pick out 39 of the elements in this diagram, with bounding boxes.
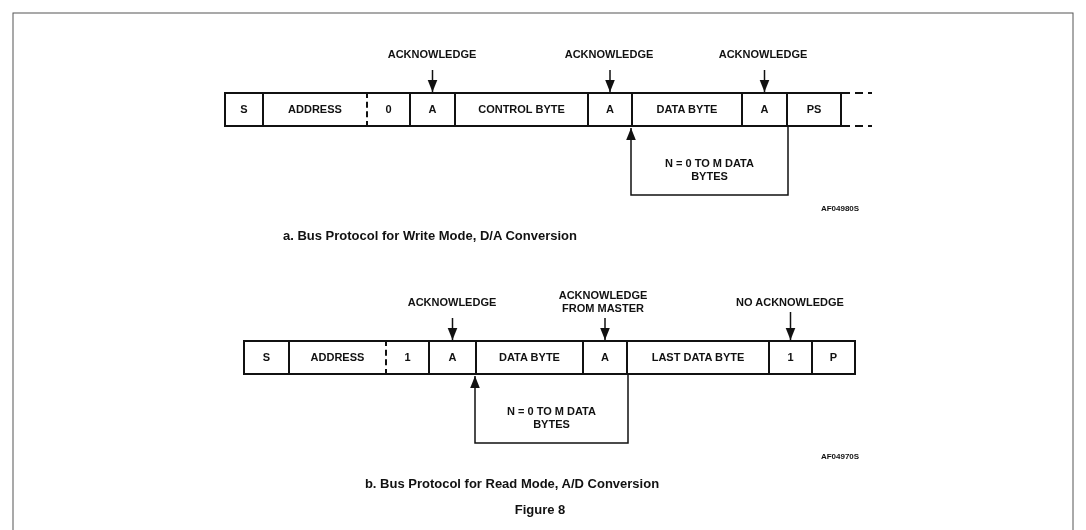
protocol-field: A xyxy=(741,92,788,127)
protocol-field: S xyxy=(243,340,290,375)
acknowledge-note: ACKNOWLEDGE xyxy=(382,40,482,68)
protocol-field: S xyxy=(224,92,264,127)
protocol-field: ADDRESS xyxy=(262,92,368,127)
arrow xyxy=(759,69,770,93)
protocol-field: PS xyxy=(786,92,842,127)
protocol-field: DATA BYTE xyxy=(631,92,743,127)
protocol-field: LAST DATA BYTE xyxy=(626,340,770,375)
arrow xyxy=(447,317,458,341)
panel-caption: a. Bus Protocol for Write Mode, D/A Conversion xyxy=(282,228,578,244)
protocol-field: DATA BYTE xyxy=(475,340,584,375)
protocol-field: P xyxy=(811,340,856,375)
arrow xyxy=(605,69,615,93)
acknowledge-note: ACKNOWLEDGE xyxy=(559,40,659,68)
acknowledge-note: ACKNOWLEDGE xyxy=(402,288,502,316)
protocol-field: A xyxy=(428,340,477,375)
acknowledge-note: NO ACKNOWLEDGE xyxy=(730,294,850,310)
protocol-field: A xyxy=(409,92,456,127)
panel-caption: b. Bus Protocol for Read Mode, A/D Conversion xyxy=(363,476,661,492)
loop-arrow xyxy=(470,374,629,444)
protocol-field: 1 xyxy=(385,340,430,375)
figure-caption: Figure 8 xyxy=(513,502,567,518)
protocol-field: 0 xyxy=(366,92,411,127)
arrow xyxy=(427,69,438,93)
edge-label: N = 0 TO M DATA BYTES xyxy=(506,405,597,431)
acknowledge-note: ACKNOWLEDGE FROM MASTER xyxy=(548,288,658,316)
protocol-field: 1 xyxy=(768,340,813,375)
protocol-field: CONTROL BYTE xyxy=(454,92,589,127)
arrow xyxy=(785,311,796,341)
arrow xyxy=(600,317,610,341)
protocol-field: A xyxy=(582,340,628,375)
protocol-field: A xyxy=(587,92,633,127)
figure-code: AF04980S xyxy=(819,204,861,214)
protocol-field: ADDRESS xyxy=(288,340,387,375)
acknowledge-note: ACKNOWLEDGE xyxy=(713,40,813,68)
edge-label: N = 0 TO M DATA BYTES xyxy=(664,157,755,183)
figure-code: AF04970S xyxy=(819,452,861,462)
loop-arrow xyxy=(626,126,789,196)
